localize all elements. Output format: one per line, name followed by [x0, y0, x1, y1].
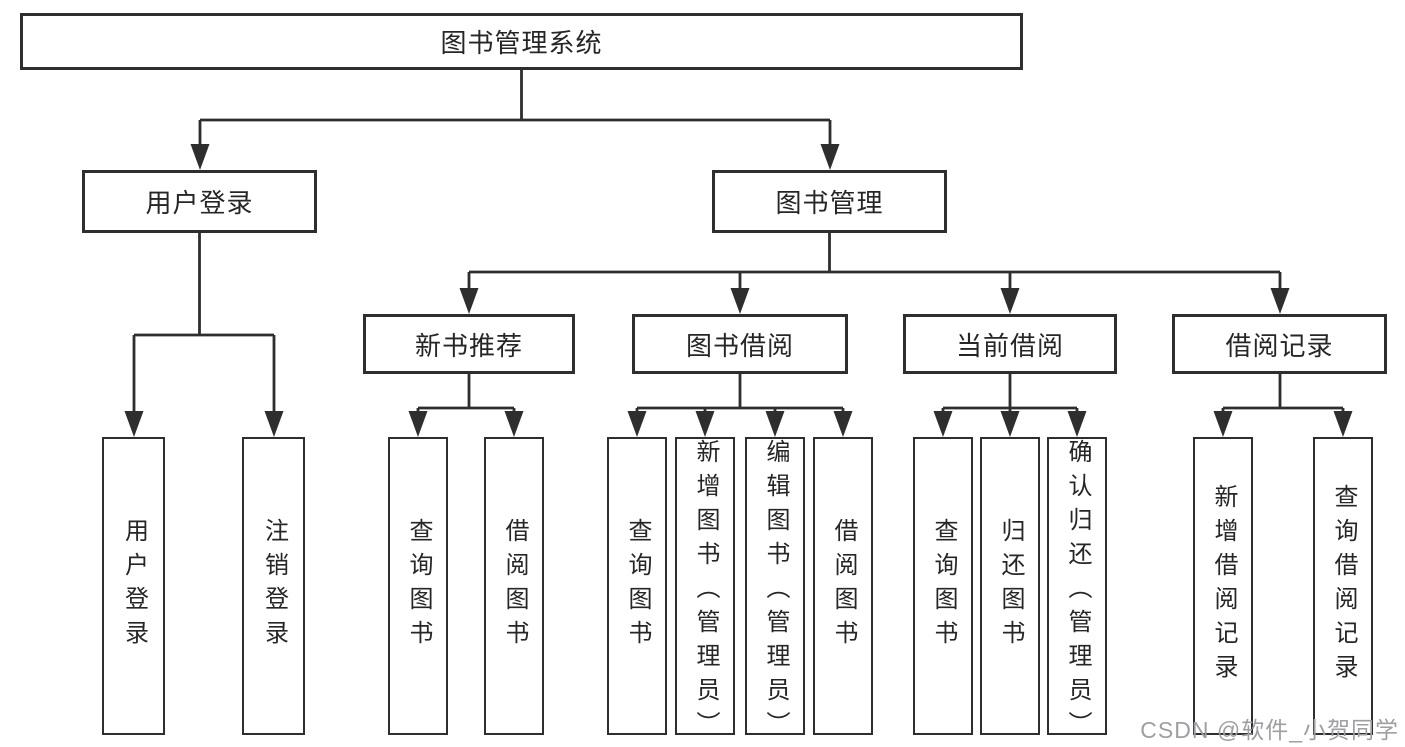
- leaf-node-borrow-books-recommend: 借阅图书: [484, 437, 544, 735]
- connector-user-login-to-children: [124, 233, 284, 437]
- leaf-node-edit-books-admin: 编辑图书（管理员）: [745, 437, 805, 745]
- csdn-watermark: CSDN @软件_小贺同学: [1140, 717, 1399, 743]
- leaf-node-logout: 注销登录: [242, 437, 305, 735]
- connector-root-to-level2: [190, 70, 840, 170]
- leaf-node-add-borrow-record: 新增借阅记录: [1193, 437, 1253, 735]
- group-node-new-book-recommend: 新书推荐: [363, 314, 575, 374]
- leaf-node-query-books-borrow: 查询图书: [607, 437, 667, 735]
- leaf-node-return-books: 归还图书: [980, 437, 1040, 735]
- connector-new-book-recommend-to-children: [408, 374, 524, 437]
- leaf-node-borrow-books: 借阅图书: [813, 437, 873, 735]
- leaf-node-query-borrow-record: 查询借阅记录: [1313, 437, 1373, 735]
- leaf-node-confirm-return-admin: 确认归还（管理员）: [1047, 437, 1107, 745]
- branch-node-user-login: 用户登录: [82, 170, 317, 233]
- connector-current-borrow-to-children: [933, 374, 1087, 437]
- connector-book-management-to-level3: [459, 233, 1290, 314]
- leaf-node-user-login: 用户登录: [102, 437, 165, 735]
- leaf-node-query-books-current: 查询图书: [913, 437, 973, 735]
- root-node-library-system: 图书管理系统: [20, 13, 1023, 70]
- connector-borrow-records-to-children: [1213, 374, 1353, 437]
- branch-node-book-management: 图书管理: [712, 170, 947, 233]
- group-node-book-borrow: 图书借阅: [632, 314, 848, 374]
- group-node-current-borrow: 当前借阅: [903, 314, 1117, 374]
- leaf-node-query-books-recommend: 查询图书: [388, 437, 448, 735]
- group-node-borrow-records: 借阅记录: [1172, 314, 1387, 374]
- connector-book-borrow-to-children: [627, 374, 853, 437]
- leaf-node-add-books-admin: 新增图书（管理员）: [675, 437, 735, 745]
